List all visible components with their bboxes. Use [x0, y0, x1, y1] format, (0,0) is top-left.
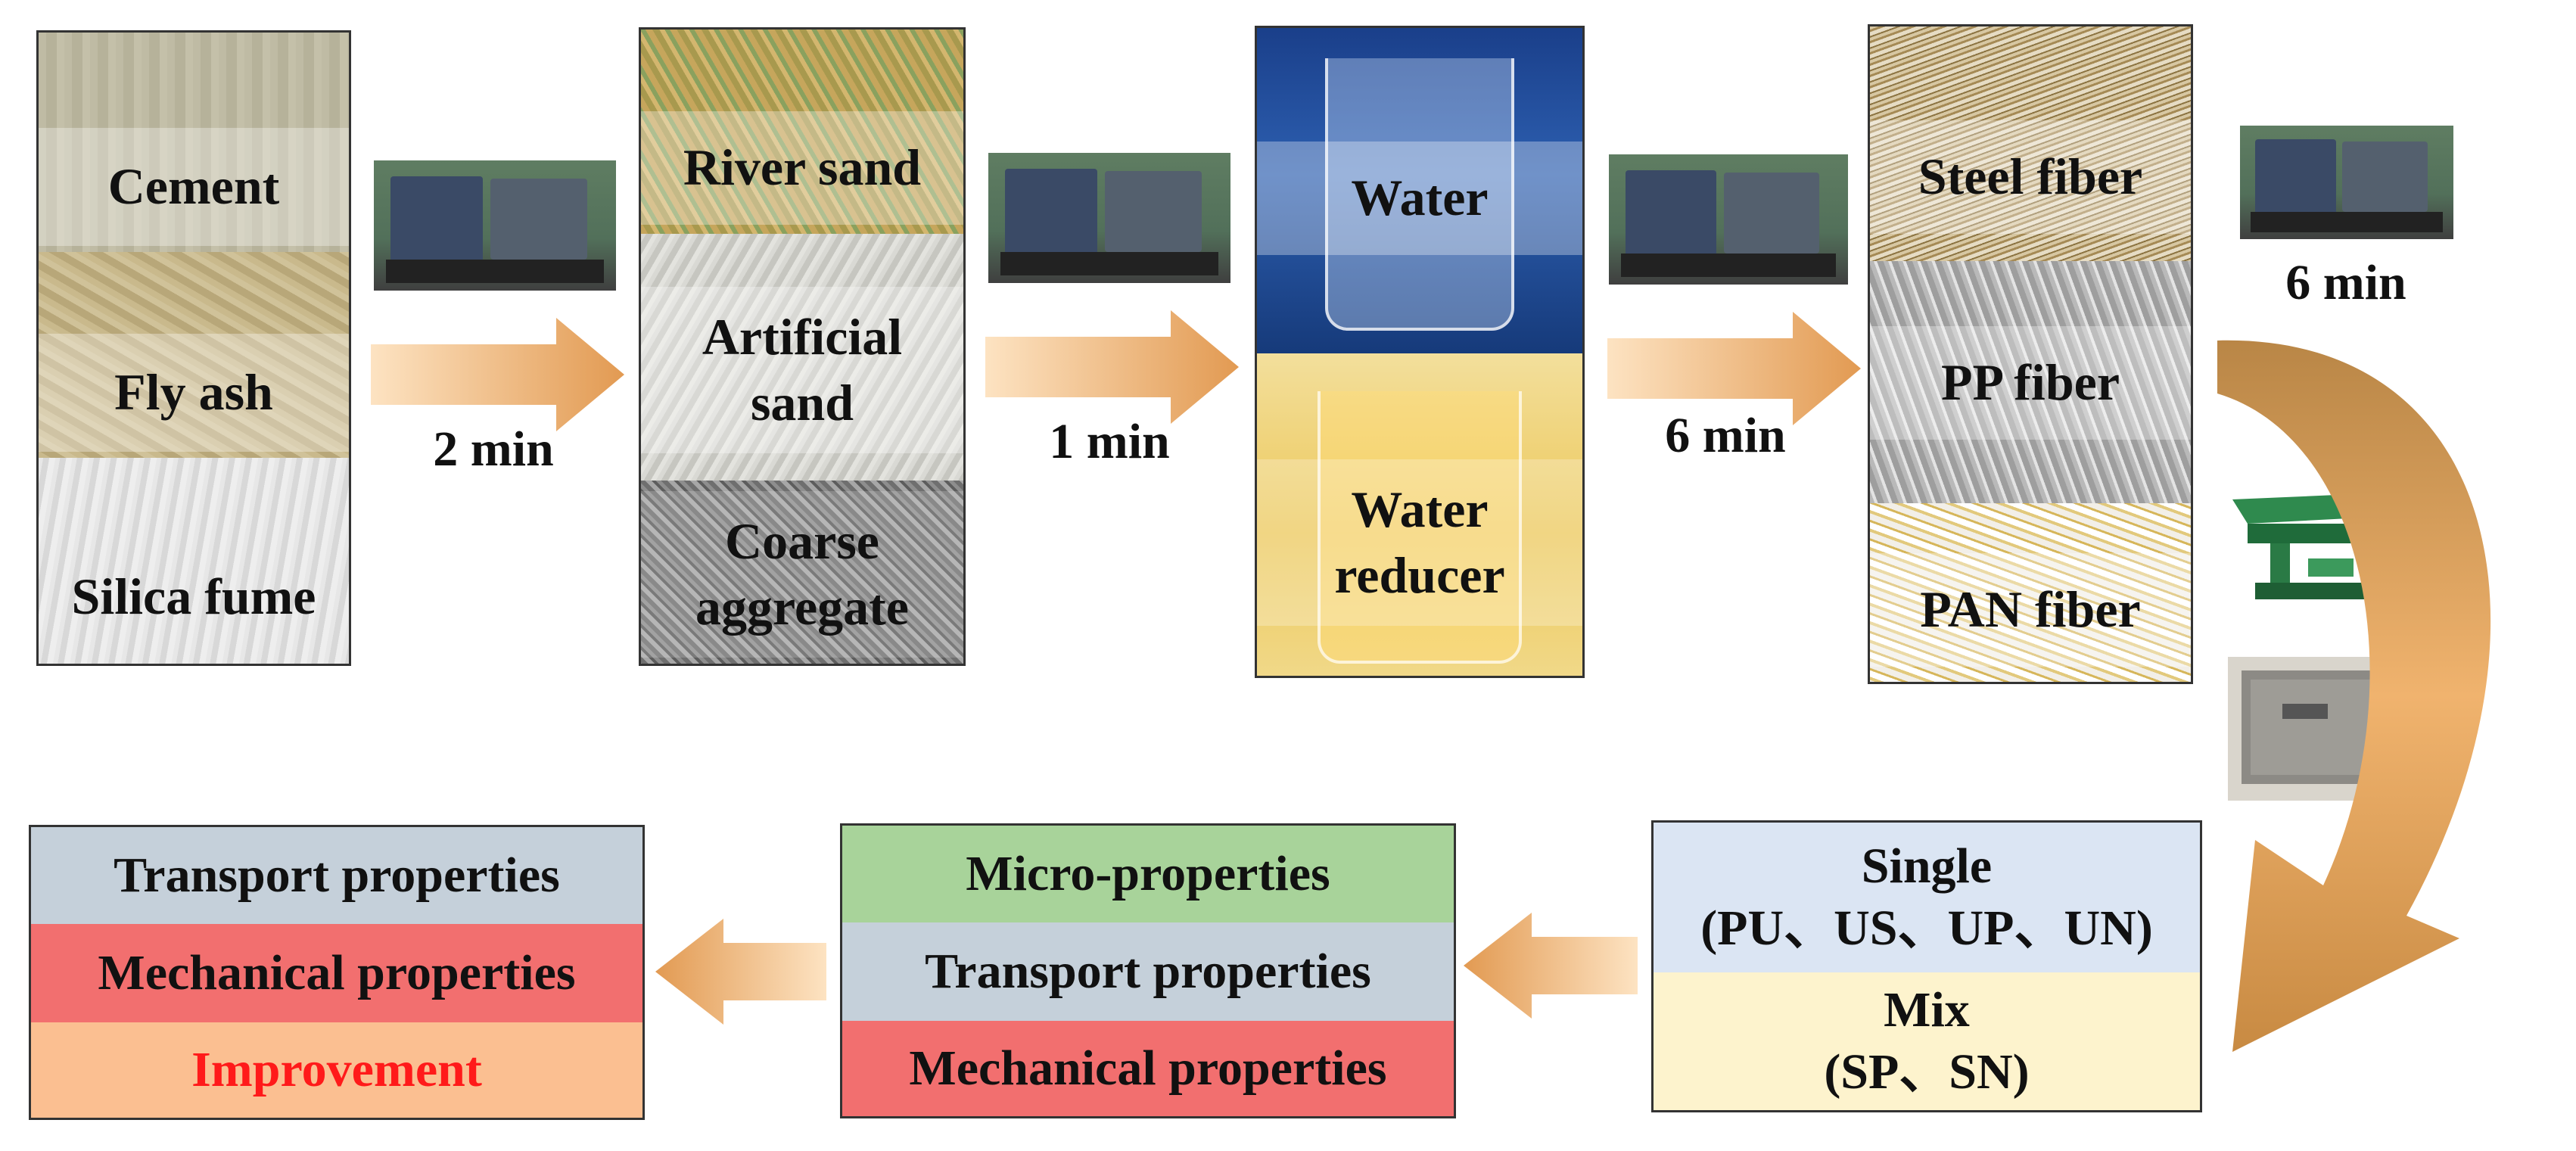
steel-fiber-label: Steel fiber: [1918, 148, 2143, 206]
arrow-right-1: [371, 318, 624, 431]
arrow-left-1: [1464, 913, 1638, 1019]
transport-properties-row: Transport properties: [842, 922, 1454, 1021]
steel-fiber-texture: [1870, 26, 2191, 261]
pan-fiber-label: PAN fiber: [1920, 580, 2141, 639]
mixer-photo-3: [1609, 154, 1848, 285]
micro-properties-row: Micro-properties: [842, 826, 1454, 922]
water-reducer-label: Water reducer: [1334, 480, 1505, 604]
outcome-box: Transport properties Mechanical properti…: [29, 825, 645, 1120]
water-band: Water: [1257, 142, 1582, 255]
mixer-photo-2: [988, 153, 1230, 283]
coarse-aggregate-label: Coarse aggregate: [695, 512, 909, 636]
coarse-aggregate-texture: [641, 481, 963, 664]
curved-arrow: [2217, 340, 2491, 1052]
mixer-photo-4: [2240, 126, 2453, 239]
tests-box: Micro-properties Transport properties Me…: [840, 823, 1456, 1118]
cement-label: Cement: [107, 157, 280, 216]
mix-group-row: Mix (SP、SN): [1654, 972, 2200, 1110]
mix-time-1: 2 min: [433, 422, 554, 477]
specimen-groups-box: Single (PU、US、UP、UN) Mix (SP、SN): [1651, 820, 2202, 1112]
coarse-aggregate-band: Coarse aggregate: [641, 491, 963, 658]
pan-fiber-band: PAN fiber: [1870, 553, 2191, 667]
silica-fume-label: Silica fume: [71, 568, 316, 626]
silica-fume-band: Silica fume: [39, 538, 349, 656]
steel-fiber-band: Steel fiber: [1870, 120, 2191, 234]
aggregate-materials-panel: River sand Artificial sand Coarse aggreg…: [639, 27, 966, 666]
water-photo: [1257, 28, 1582, 353]
improvement-row: Improvement: [31, 1022, 642, 1118]
binder-materials-panel: Cement Fly ash Silica fume: [36, 30, 351, 666]
mechanical-properties-row: Mechanical properties: [842, 1021, 1454, 1116]
pp-fiber-label: PP fiber: [1940, 353, 2120, 412]
fiber-materials-panel: Steel fiber PP fiber PAN fiber: [1868, 24, 2193, 684]
arrow-right-2: [985, 310, 1239, 424]
mixer-photo-1: [374, 160, 616, 291]
fly-ash-band: Fly ash: [39, 334, 349, 452]
pan-fiber-texture: [1870, 503, 2191, 682]
river-sand-texture: [641, 30, 963, 234]
artificial-sand-texture: [641, 234, 963, 481]
arrow-left-2: [655, 919, 826, 1025]
fly-ash-label: Fly ash: [114, 363, 273, 422]
single-group-items: (PU、US、UP、UN): [1700, 901, 2153, 956]
mix-group-title: Mix: [1884, 981, 1970, 1037]
artificial-sand-band: Artificial sand: [641, 287, 963, 453]
single-group-row: Single (PU、US、UP、UN): [1654, 823, 2200, 972]
silica-fume-texture: [39, 458, 349, 664]
river-sand-label: River sand: [683, 138, 922, 197]
water-beaker-icon: [1325, 58, 1514, 331]
pp-fiber-texture: [1870, 261, 2191, 503]
mix-time-2: 1 min: [1049, 414, 1170, 469]
water-reducer-band: Water reducer: [1257, 459, 1582, 626]
reducer-beaker-icon: [1318, 391, 1522, 664]
pp-fiber-band: PP fiber: [1870, 326, 2191, 440]
mix-time-4: 6 min: [2285, 255, 2406, 310]
outcome-mechanical-row: Mechanical properties: [31, 924, 642, 1022]
water-label: Water: [1351, 169, 1489, 227]
single-group-title: Single: [1861, 838, 1993, 894]
river-sand-band: River sand: [641, 111, 963, 225]
water-reducer-photo: [1257, 353, 1582, 676]
cement-band: Cement: [39, 128, 349, 246]
mix-time-3: 6 min: [1665, 408, 1786, 463]
fly-ash-texture: [39, 252, 349, 458]
artificial-sand-label: Artificial sand: [702, 307, 903, 431]
liquid-materials-panel: Water Water reducer: [1255, 26, 1585, 678]
outcome-transport-row: Transport properties: [31, 827, 642, 924]
arrow-right-3: [1607, 312, 1861, 425]
cement-texture: [39, 33, 349, 252]
mix-group-items: (SP、SN): [1824, 1044, 2030, 1100]
